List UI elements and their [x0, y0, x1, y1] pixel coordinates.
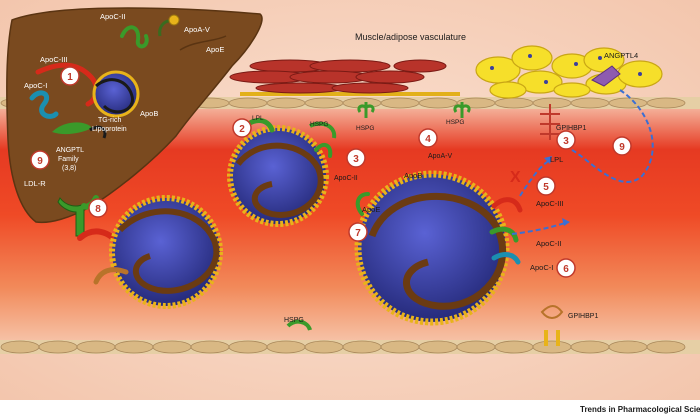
apoc3-right-label: ApoC-III [536, 199, 564, 208]
lpl-left-label: LPL [252, 115, 264, 122]
gpihbp1-anchor-top [540, 104, 560, 140]
apoc1-right-label: ApoC-I [530, 263, 553, 272]
hspg-anchor-top [357, 102, 375, 118]
hspg-bottom-label: HSPG [284, 317, 304, 324]
gpihbp1-top-label: GPIHBP1 [556, 125, 586, 132]
ldlr-label: LDL-R [24, 179, 46, 188]
svg-text:8: 8 [95, 204, 101, 215]
tg-label-line2: Lipoprotein [92, 126, 127, 133]
apoc2-mid-label: ApoC-II [334, 175, 358, 182]
tg-label-line1: TG-rich [98, 117, 121, 124]
step-marker-9-right: 9 [612, 136, 632, 156]
apoc1-liver-label: ApoC-I [24, 81, 47, 90]
apoc2-liver-shape [120, 25, 149, 49]
gpihbp1-anchor-bottom [540, 305, 564, 346]
apob-right-label: ApoB [404, 171, 422, 180]
apoa5-head [168, 14, 180, 26]
step-marker-5: 5 [536, 176, 556, 196]
vasculature-label: Muscle/adipose vasculature [355, 32, 466, 42]
angptl-label-line2: Family [58, 156, 79, 163]
svg-text:2: 2 [239, 124, 245, 135]
step-marker-9-liver: 9 [30, 150, 50, 170]
step-marker-8: 8 [88, 198, 108, 218]
hspg-mid-label: HSPG [310, 121, 328, 128]
hspg-center-label: HSPG [356, 125, 374, 132]
muscle-fibers [229, 59, 447, 94]
svg-text:7: 7 [355, 228, 361, 239]
lipoprotein-ldlr-bound [93, 195, 223, 309]
lpl-middle [309, 121, 337, 139]
apoc3-liver-label: ApoC-III [40, 55, 68, 64]
svg-text:1: 1 [67, 72, 73, 83]
hspg-anchor-right [453, 102, 471, 118]
apoa5-top-label: ApoA-V [184, 25, 210, 34]
step-marker-1: 1 [60, 66, 80, 86]
lpl-right-label: LPL [550, 155, 563, 164]
svg-text:6: 6 [563, 264, 569, 275]
angptl-family-shapes [52, 122, 107, 139]
endothelium-bottom [0, 340, 700, 354]
step-marker-3-left: 3 [346, 148, 366, 168]
step-marker-2: 2 [232, 118, 252, 138]
step-marker-7: 7 [348, 222, 368, 242]
blocked-x-mark: X [510, 169, 521, 186]
hspg-right-label: HSPG [446, 119, 464, 126]
apoa5-mid-label: ApoA-V [428, 153, 452, 160]
apob-liver-label: ApoB [140, 109, 158, 118]
apoe-liver-label: ApoE [206, 45, 224, 54]
angptl4-label: ANGPTL4 [604, 51, 638, 60]
angptl-label-line1: ANGPTL [56, 147, 84, 154]
svg-text:9: 9 [619, 142, 625, 153]
lipoprotein-right [354, 170, 523, 326]
svg-text:4: 4 [425, 134, 431, 145]
adipocyte-nuclei [490, 54, 642, 84]
liver-vein [179, 35, 227, 51]
svg-text:9: 9 [37, 156, 43, 167]
footer-credit: Trends in Pharmacological Sciences [580, 405, 700, 414]
apoc2-right-label: ApoC-II [536, 239, 561, 248]
apoc2-top-label: ApoC-II [100, 12, 125, 21]
svg-text:5: 5 [543, 182, 549, 193]
arrow-heads [544, 156, 570, 226]
apoe-right-label: ApoE [362, 205, 380, 214]
step-marker-6: 6 [556, 258, 576, 278]
apoc1-liver-shape [29, 90, 59, 119]
gpihbp1-bottom-label: GPIHBP1 [568, 313, 598, 320]
liver-lipoprotein [92, 70, 140, 118]
lipoprotein-middle [227, 118, 333, 227]
step-marker-3-right: 3 [556, 130, 576, 150]
angptl-label-line3: (3,8) [62, 165, 76, 172]
svg-text:3: 3 [353, 154, 359, 165]
svg-text:3: 3 [563, 136, 569, 147]
step-marker-4: 4 [418, 128, 438, 148]
liver [6, 7, 263, 224]
hspg-anchor-bottom [286, 319, 312, 331]
angptl4-protein [591, 65, 621, 87]
